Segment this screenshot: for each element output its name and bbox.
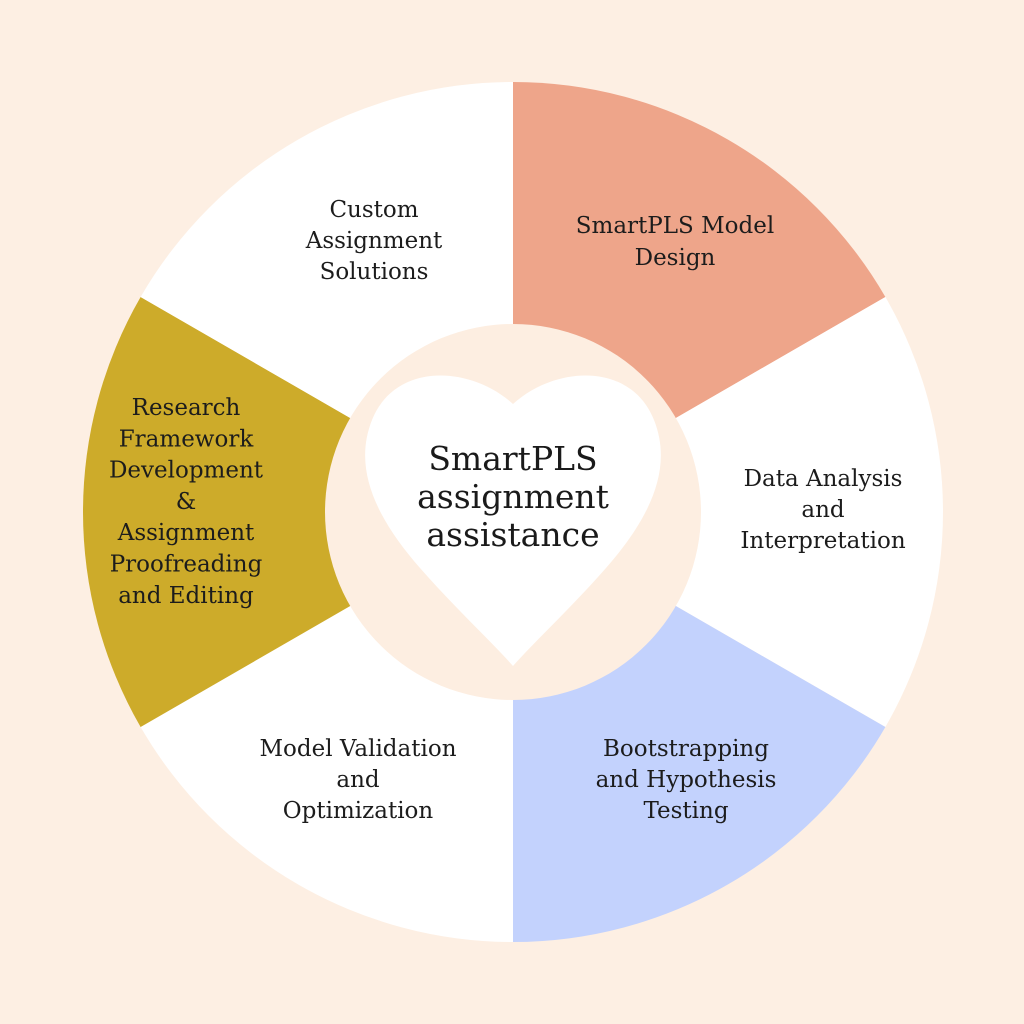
segment-model-validation-label-line: Optimization (283, 798, 434, 824)
center-title-line-3: assistance (426, 515, 599, 554)
segment-data-analysis-label-line: Interpretation (740, 528, 905, 554)
segment-data-analysis-label-line: Data Analysis (744, 466, 903, 492)
segment-research-framework-label-line: Proofreading (110, 552, 263, 578)
segment-model-validation-label-line: and (336, 767, 380, 793)
segment-custom-assignment-label-line: Assignment (305, 228, 443, 254)
segment-model-validation-label-line: Model Validation (259, 736, 456, 762)
segment-smartpls-model-design-label-line: SmartPLS Model (576, 213, 774, 239)
segment-bootstrapping-label-line: Testing (643, 798, 728, 824)
segment-custom-assignment-label-line: Custom (329, 197, 418, 223)
segment-research-framework-label-line: Development (109, 458, 264, 484)
segment-research-framework-label-line: Research (132, 395, 241, 421)
segment-research-framework-label-line: & (176, 489, 196, 515)
center-title: SmartPLS assignment assistance (417, 439, 609, 554)
heart-icon (365, 375, 661, 666)
segment-bootstrapping-label-line: Bootstrapping (603, 736, 769, 762)
center-title-line-2: assignment (417, 477, 609, 516)
segment-research-framework-label-line: Framework (119, 426, 255, 452)
segment-bootstrapping-label-line: and Hypothesis (596, 767, 777, 793)
center-title-line-1: SmartPLS (428, 439, 597, 478)
segment-research-framework-label-line: and Editing (118, 583, 254, 609)
segment-data-analysis (513, 297, 943, 727)
segment-research-framework-label-line: Assignment (117, 520, 255, 546)
segment-custom-assignment-label-line: Solutions (320, 259, 429, 285)
segment-data-analysis-label-line: and (801, 497, 845, 523)
segment-smartpls-model-design-label-line: Design (635, 245, 716, 271)
segment-research-framework (82, 297, 514, 727)
